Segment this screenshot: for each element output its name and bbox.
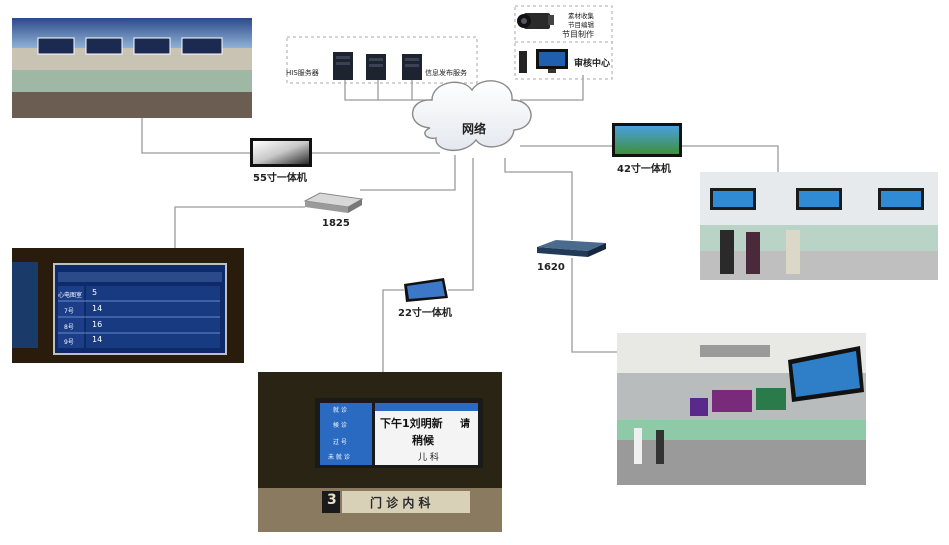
player-1825-icon <box>303 192 364 213</box>
photo-queue-screen <box>258 372 502 532</box>
server-icon <box>366 54 386 80</box>
screen-row-dept: 心电图室 <box>58 292 83 299</box>
photo-counter-hall <box>700 172 938 280</box>
link-22-down <box>382 289 404 372</box>
program-edit-label: 节目编辑 <box>568 21 594 29</box>
aio-22-label: 22寸一体机 <box>398 308 452 319</box>
queue-call-line: 下午1刘明新 <box>380 417 443 430</box>
server-icon <box>333 52 353 80</box>
switch-1620-icon <box>537 240 606 257</box>
switch-1620-label: 1620 <box>537 262 565 273</box>
program-make-label: 节目制作 <box>562 30 594 39</box>
workstation-icon <box>519 49 568 73</box>
info-server-label: 信息发布服务 <box>425 69 467 77</box>
screen-row-dept: 8号 <box>64 324 74 331</box>
queue-call-suffix: 请 <box>460 419 470 430</box>
player-1825-label: 1825 <box>322 218 350 229</box>
queue-wait-line: 稍候 <box>412 434 434 447</box>
screen-row-num: 16 <box>92 320 103 329</box>
aio-42-label: 42寸一体机 <box>617 164 671 175</box>
queue-side-button: 就 诊 <box>333 407 347 414</box>
aio-42-icon <box>612 123 682 157</box>
link-1620-down <box>571 258 617 353</box>
screen-row-dept: 7号 <box>64 308 74 315</box>
server-group-box <box>286 36 478 84</box>
video-camera-icon <box>517 13 554 29</box>
queue-side-button: 候 诊 <box>333 422 347 429</box>
network-label: 网络 <box>462 122 487 136</box>
aio-55-icon <box>250 138 312 167</box>
queue-side-button: 过 号 <box>333 439 347 446</box>
aio-55-label: 55寸一体机 <box>253 173 307 184</box>
connection-lines <box>141 75 779 372</box>
link-55-aio <box>141 118 250 154</box>
photo-lobby-hall <box>617 333 866 485</box>
link-1825-left <box>174 206 305 248</box>
link-1825 <box>360 155 456 191</box>
room-number: 3 <box>327 492 337 508</box>
screen-row-dept: 9号 <box>64 339 74 346</box>
queue-side-button: 未 就 诊 <box>328 454 350 461</box>
link-42-to-photo <box>682 145 779 172</box>
photo-service-hall <box>12 18 252 118</box>
screen-row-num: 5 <box>92 288 98 297</box>
room-name: 门 诊 内 科 <box>370 496 431 510</box>
aio-22-icon <box>404 278 448 302</box>
material-collect-label: 素材收集 <box>568 12 594 20</box>
link-1620 <box>504 158 573 240</box>
photo-department-screen <box>12 248 244 363</box>
link-22-aio <box>448 158 474 291</box>
network-cloud <box>411 80 532 152</box>
audit-center-label: 审核中心 <box>574 59 611 69</box>
his-server-label: HIS服务器 <box>286 69 319 77</box>
link-audit <box>520 75 584 101</box>
queue-dept-line: 儿 科 <box>418 453 439 463</box>
screen-row-num: 14 <box>92 304 103 313</box>
screen-row-num: 14 <box>92 335 103 344</box>
server-icon <box>402 54 422 80</box>
link-his-server <box>344 79 455 101</box>
